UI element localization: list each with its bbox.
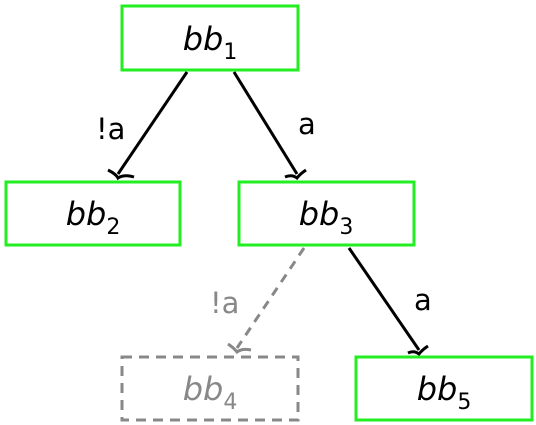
node-label-subscript: 4	[223, 390, 237, 415]
arrowhead-icon	[407, 344, 429, 357]
node-label-base: bb	[417, 370, 458, 408]
node-box	[237, 180, 416, 247]
node-label: bb2	[66, 195, 121, 240]
node-bb3[interactable]: bb3	[237, 180, 416, 247]
edge-label: !a	[210, 286, 239, 320]
node-bb4[interactable]: bb4	[120, 355, 300, 422]
arrowhead-icon	[107, 168, 135, 181]
node-label: bb5	[417, 370, 472, 415]
edge-label: a	[298, 107, 316, 141]
node-bb2[interactable]: bb2	[4, 180, 182, 247]
node-box	[4, 180, 182, 247]
edge-line	[232, 71, 299, 175]
node-box	[354, 355, 534, 422]
edge-line	[235, 247, 306, 349]
node-bb5[interactable]: bb5	[354, 355, 534, 422]
arrowhead-icon	[227, 342, 252, 355]
node-label-base: bb	[299, 195, 340, 233]
node-bb1[interactable]: bb1	[120, 4, 300, 72]
edge-bb1-bb2: !a	[96, 71, 189, 181]
edge-bb3-bb4: !a	[210, 247, 306, 355]
node-label: bb1	[183, 20, 238, 65]
node-label-base: bb	[183, 20, 224, 58]
arrowhead-icon	[284, 168, 307, 181]
node-label-base: bb	[66, 195, 107, 233]
edge-bb1-bb3: a	[232, 71, 316, 181]
node-label-subscript: 1	[223, 40, 237, 65]
edge-line	[347, 247, 421, 351]
node-label: bb3	[299, 195, 354, 240]
node-label: bb4	[183, 370, 238, 415]
edge-bb3-bb5: a	[347, 247, 432, 357]
edge-label: !a	[96, 112, 125, 146]
node-label-subscript: 5	[457, 390, 471, 415]
node-label-subscript: 3	[339, 215, 353, 240]
node-box	[120, 4, 300, 72]
node-label-subscript: 2	[106, 215, 120, 240]
node-label-base: bb	[183, 370, 224, 408]
node-box	[120, 355, 300, 422]
edge-line	[116, 71, 189, 175]
edge-label: a	[414, 283, 432, 317]
